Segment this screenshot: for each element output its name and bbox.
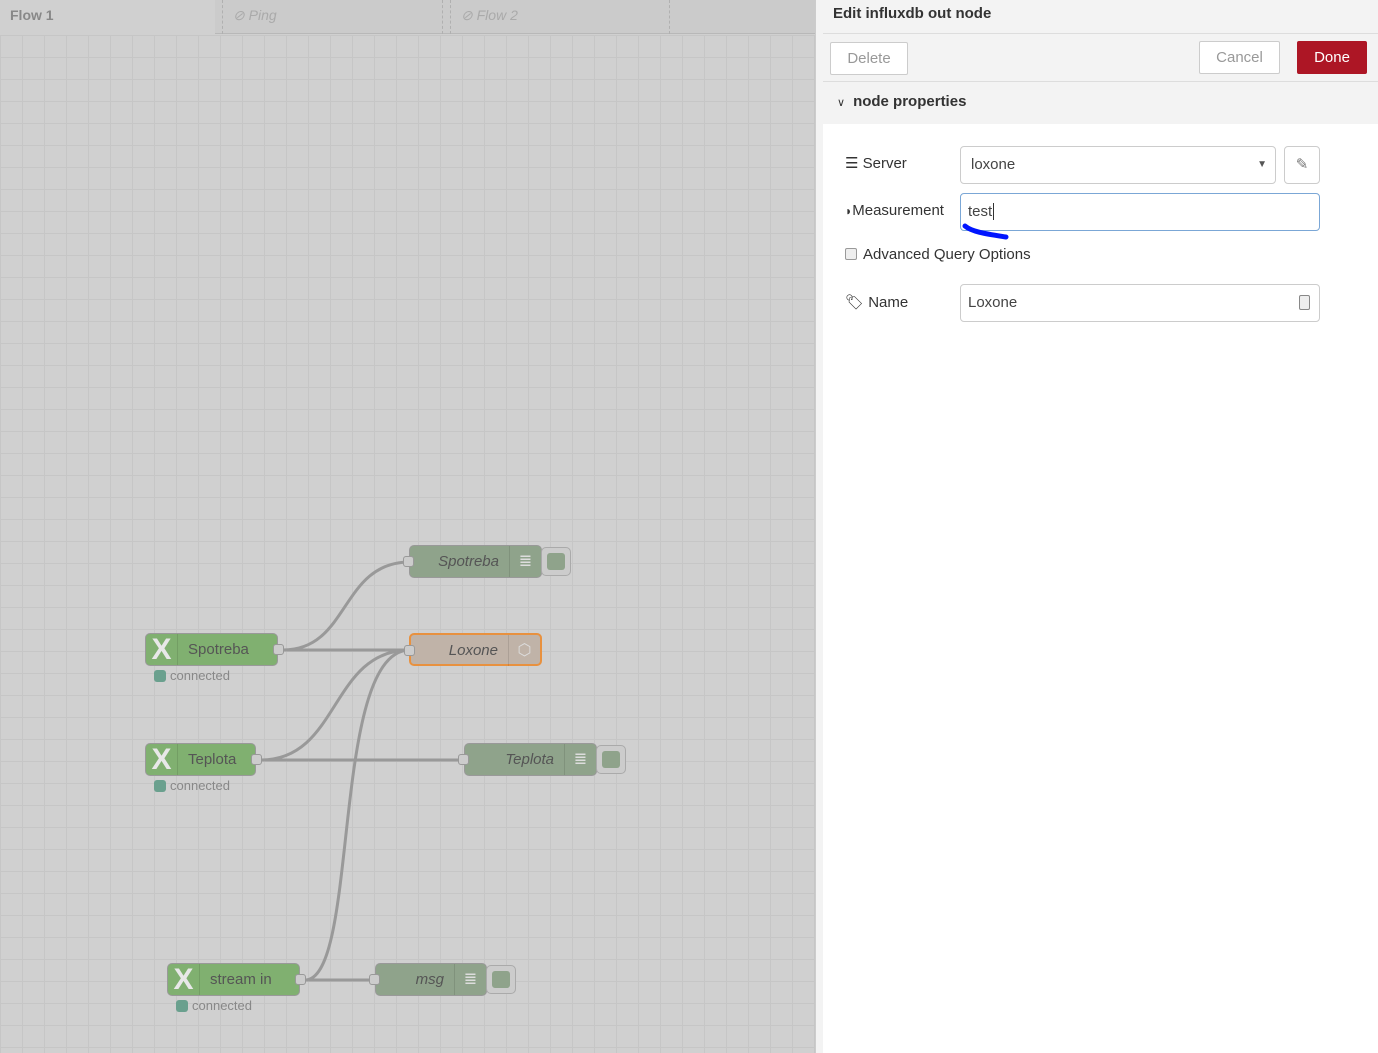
influxdb-icon: ⬡ (508, 635, 540, 666)
measurement-label: ◗Measurement (845, 202, 944, 219)
panel-title: Edit influxdb out node (823, 0, 1378, 34)
edit-server-button[interactable]: ✎ (1284, 146, 1320, 184)
inject-node-spotreba[interactable]: X Spotreba (145, 633, 284, 666)
node-label: msg (415, 971, 444, 988)
list-icon: ≣ (454, 964, 486, 995)
wire (282, 560, 411, 652)
tab-label: Flow 2 (476, 7, 518, 23)
debug-toggle-button[interactable] (486, 965, 516, 994)
loxone-x-icon: X (168, 964, 200, 995)
node-status: connected (176, 998, 252, 1013)
influxdb-out-node-loxone[interactable]: Loxone ⬡ (404, 633, 542, 666)
loxone-x-icon: X (146, 744, 178, 775)
workspace[interactable]: Flow 1 ⊘ Ping ⊘ Flow 2 X Spotreba connec… (0, 0, 815, 1053)
flow-tabs: Flow 1 ⊘ Ping ⊘ Flow 2 (0, 0, 815, 34)
cancel-button[interactable]: Cancel (1199, 41, 1280, 74)
dropdown-caret-icon: ▼ (1257, 159, 1267, 170)
node-status: connected (154, 668, 230, 683)
node-label: Teplota (188, 751, 237, 768)
name-label: 🏷 Name (845, 294, 909, 311)
tab-label: Ping (248, 7, 277, 23)
server-select[interactable]: loxone▼ (960, 146, 1276, 184)
list-icon: ≣ (564, 744, 596, 775)
node-status: connected (154, 778, 230, 793)
node-label: Spotreba (188, 641, 249, 658)
output-port[interactable] (295, 974, 306, 985)
input-port[interactable] (403, 556, 414, 567)
tag-icon: 🏷 (845, 294, 865, 311)
node-label-icon (1299, 295, 1310, 310)
tab-flow-1[interactable]: Flow 1 (0, 0, 215, 34)
canvas-grid[interactable] (0, 35, 815, 1053)
panel-toolbar: Delete Cancel Done (823, 34, 1378, 82)
wires (260, 560, 465, 982)
debug-node-spotreba[interactable]: Spotreba ≣ (403, 545, 542, 578)
node-label: Teplota (505, 751, 554, 768)
debug-node-teplota[interactable]: Teplota ≣ (458, 743, 597, 776)
input-port[interactable] (369, 974, 380, 985)
server-icon: ☰ (845, 155, 859, 172)
wire (304, 648, 411, 982)
pencil-icon: ✎ (1295, 156, 1309, 173)
edit-node-panel: Edit influxdb out node Delete Cancel Don… (823, 0, 1378, 1053)
tab-label: Flow 1 (10, 7, 54, 23)
input-port[interactable] (404, 645, 415, 656)
input-port[interactable] (458, 754, 469, 765)
node-label: Loxone (448, 642, 498, 659)
debug-toggle-button[interactable] (541, 547, 571, 576)
advanced-query-options[interactable]: Advanced Query Options (845, 246, 1031, 263)
list-icon: ≣ (509, 546, 541, 577)
chevron-down-icon: ∨ (837, 97, 846, 109)
delete-button[interactable]: Delete (830, 42, 908, 75)
wire (260, 648, 411, 762)
done-button[interactable]: Done (1297, 41, 1367, 74)
debug-node-msg[interactable]: msg ≣ (369, 963, 487, 996)
panel-resize-handle[interactable] (815, 0, 823, 1053)
inject-node-teplota[interactable]: X Teplota (145, 743, 262, 776)
inject-node-stream-in[interactable]: X stream in (167, 963, 306, 996)
node-label: stream in (210, 971, 272, 988)
loxone-x-icon: X (146, 634, 178, 665)
measurement-input[interactable]: test (960, 193, 1320, 231)
blue-annotation-scribble (962, 223, 1009, 240)
section-node-properties[interactable]: ∨ node properties (823, 82, 1378, 124)
tab-ping[interactable]: ⊘ Ping (222, 0, 443, 34)
rss-icon: ◗ (845, 204, 853, 218)
tab-flow-2[interactable]: ⊘ Flow 2 (450, 0, 670, 34)
server-label: ☰ Server (845, 155, 907, 172)
output-port[interactable] (273, 644, 284, 655)
debug-toggle-button[interactable] (596, 745, 626, 774)
name-input[interactable]: Loxone (960, 284, 1320, 322)
section-label: node properties (853, 93, 967, 110)
output-port[interactable] (251, 754, 262, 765)
node-label: Spotreba (438, 553, 499, 570)
advanced-checkbox[interactable] (845, 248, 857, 260)
